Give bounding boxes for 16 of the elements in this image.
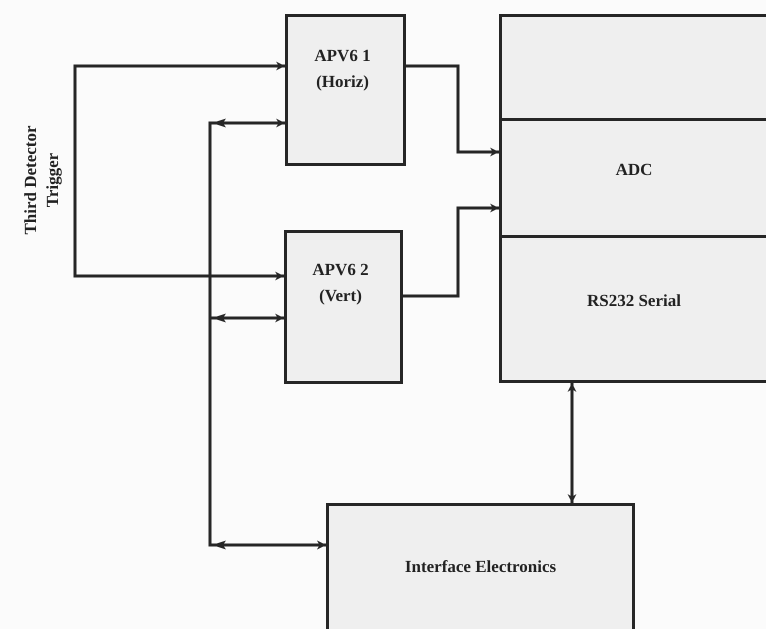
computer-box [499,14,766,383]
label-text: Third Detector Trigger [19,124,63,237]
arrow [74,62,285,180]
block-box [284,230,403,384]
block-label: Interface Electronics [404,556,558,578]
arrow [403,204,499,298]
block-label: APV6 1 (Horiz) [313,45,372,94]
block-label: RS232 Serial [586,290,682,312]
arrow [208,314,326,550]
arrow [74,180,284,280]
arrow [406,64,499,156]
block-box [326,503,635,629]
block-box [285,14,406,166]
block-label: ADC [614,159,654,181]
arrow [568,383,576,503]
block-label: APV6 2 (Vert) [311,259,370,308]
